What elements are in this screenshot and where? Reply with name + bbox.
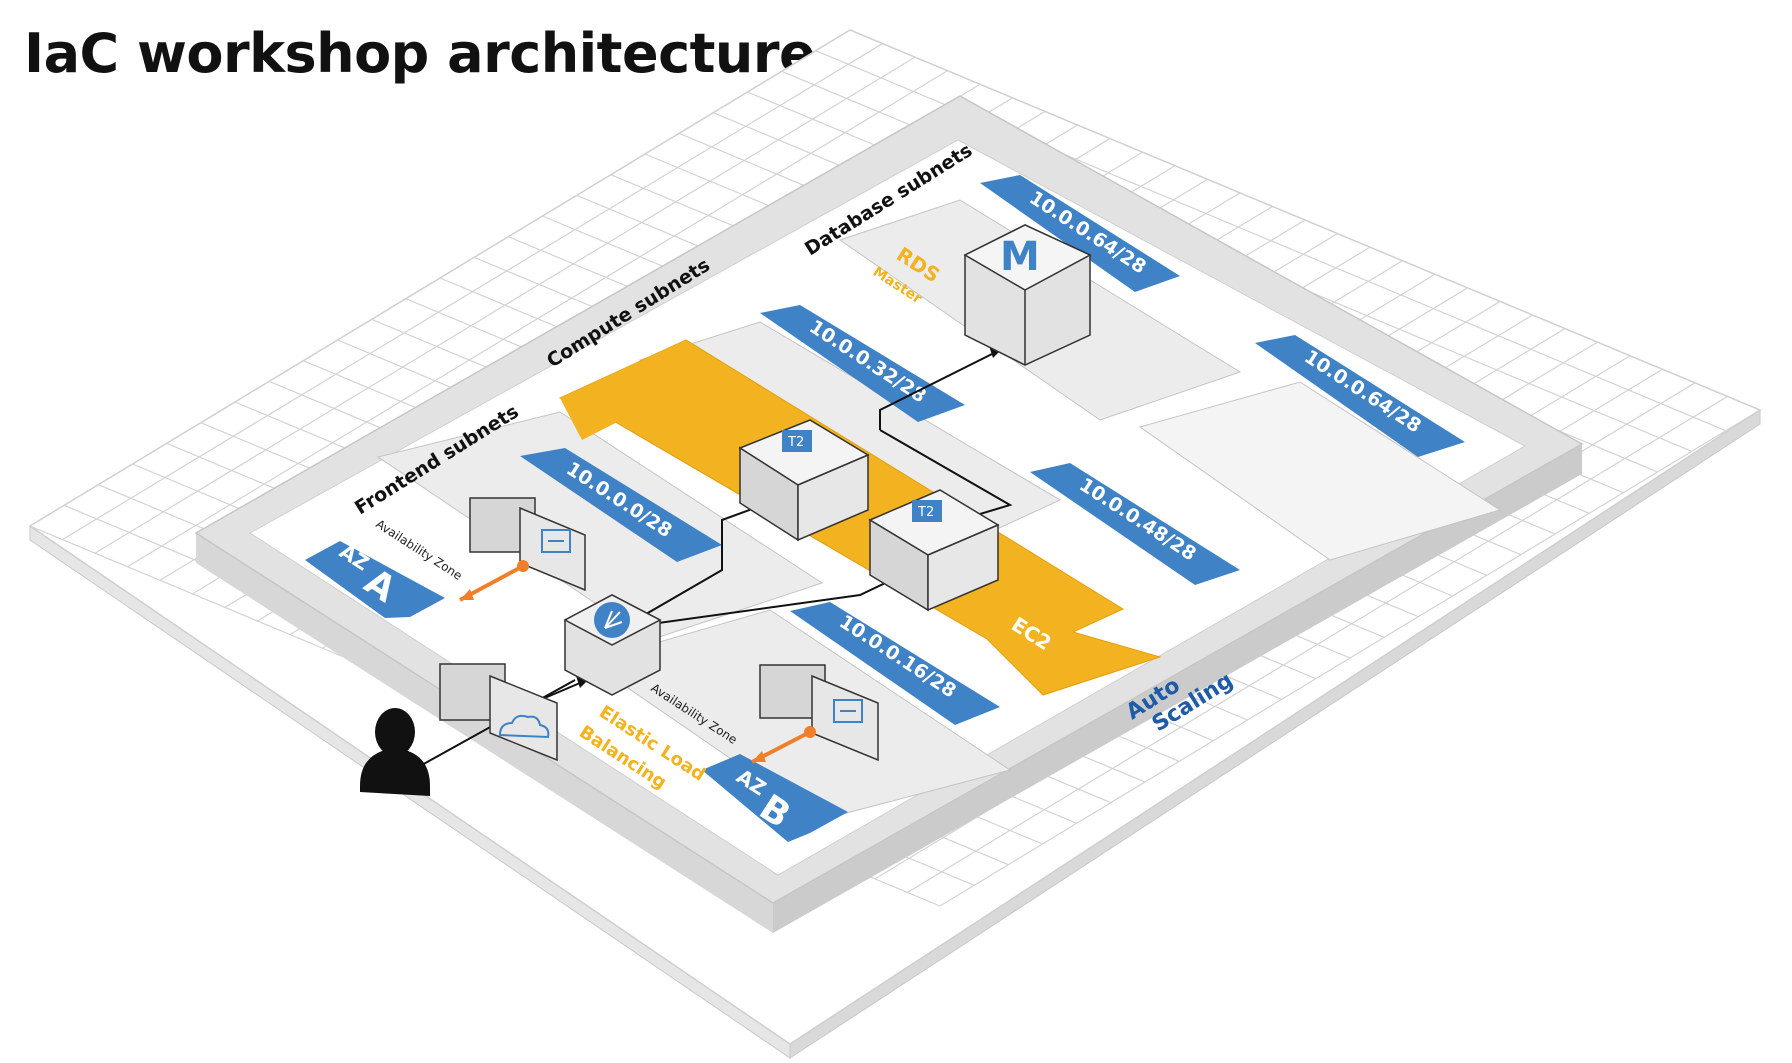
rds-master-icon: M <box>1000 234 1040 280</box>
ec2-instance-a-type: T2 <box>787 435 804 450</box>
user-icon <box>360 708 430 796</box>
nat-gateway-a <box>459 497 586 602</box>
ec2-instance-icon <box>912 500 942 522</box>
nat-gateway-b <box>751 664 879 764</box>
ec2-autoscaling-band: EC2 <box>558 339 1162 696</box>
user <box>360 708 430 796</box>
nat-gateway-icon <box>541 529 571 553</box>
ec2-instance-a: T2 <box>738 419 870 542</box>
nat-gateway-icon <box>833 699 863 723</box>
page-title: IaC workshop architecture <box>24 22 816 85</box>
internet-gateway <box>439 663 558 762</box>
cloud-gateway-icon <box>498 714 550 739</box>
ec2-instance-b-type: T2 <box>917 505 934 520</box>
ec2-instance-icon <box>782 430 812 452</box>
t2-to-rds <box>879 349 1001 430</box>
ec2-instance-b: T2 <box>868 489 1000 612</box>
